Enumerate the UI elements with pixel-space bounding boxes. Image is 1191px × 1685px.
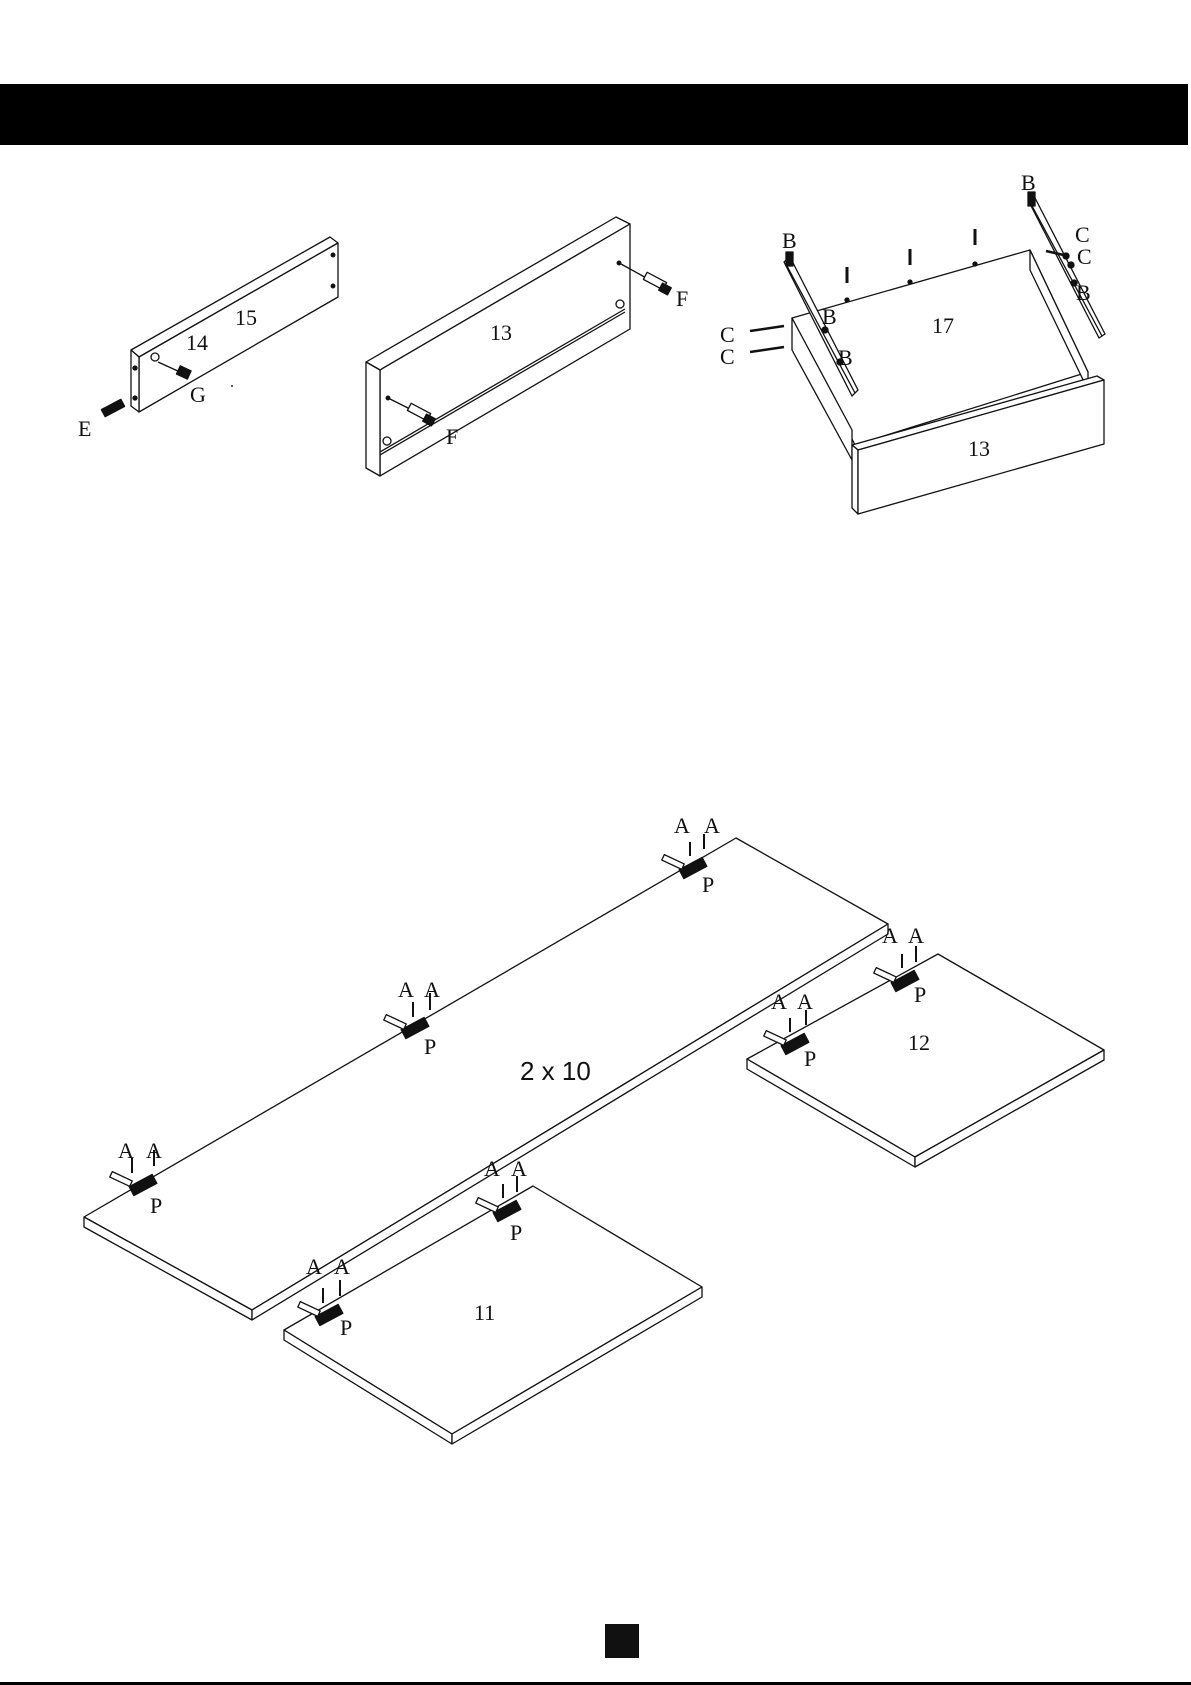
label-fitting-a-10: A (797, 989, 813, 1014)
label-fitting-a-5: A (674, 813, 690, 838)
label-panel-15: 15 (235, 305, 257, 330)
panel-13-top (366, 217, 671, 476)
label-panel-12: 12 (908, 1030, 930, 1055)
label-fitting-a-1: A (118, 1138, 134, 1163)
label-fitting-p-4: P (914, 982, 926, 1007)
label-fitting-f-top: F (676, 286, 688, 311)
label-fitting-c-4: C (720, 344, 735, 369)
label-fitting-a-7: A (882, 923, 898, 948)
label-fitting-f-bottom: F (446, 424, 458, 449)
label-fitting-a-14: A (334, 1254, 350, 1279)
label-fitting-a-6: A (704, 813, 720, 838)
label-fitting-g: G (190, 382, 206, 407)
label-panel-13-top: 13 (490, 320, 512, 345)
label-fitting-a-3: A (398, 977, 414, 1002)
label-fitting-b-2: B (782, 228, 797, 253)
label-fitting-p-6: P (510, 1220, 522, 1245)
label-fitting-b-3: B (822, 304, 837, 329)
label-fitting-a-2: A (146, 1138, 162, 1163)
label-fitting-p-3: P (702, 872, 714, 897)
label-base-17: 17 (932, 313, 954, 338)
label-fitting-b-5: B (1076, 280, 1091, 305)
label-fitting-a-4: A (424, 977, 440, 1002)
label-fitting-p-5: P (804, 1046, 816, 1071)
label-fitting-a-12: A (511, 1156, 527, 1181)
label-panel-11: 11 (474, 1300, 495, 1325)
label-panel-14: 14 (186, 330, 208, 355)
quantity-label: 2 x 10 (520, 1056, 591, 1086)
page-marker (605, 1624, 639, 1658)
label-fitting-p-2: P (424, 1034, 436, 1059)
label-fitting-a-13: A (306, 1254, 322, 1279)
label-fitting-p-1: P (150, 1193, 162, 1218)
label-fitting-e: E (78, 416, 91, 441)
label-fitting-a-8: A (908, 923, 924, 948)
drawer-assembly (750, 192, 1105, 514)
label-fitting-b-1: B (1021, 170, 1036, 195)
label-fitting-c-2: C (1077, 244, 1092, 269)
label-fitting-a-11: A (484, 1156, 500, 1181)
label-fitting-b-4: B (838, 345, 853, 370)
label-fitting-a-9: A (771, 989, 787, 1014)
label-fitting-p-7: P (340, 1315, 352, 1340)
label-panel-13-front: 13 (968, 436, 990, 461)
panel-14-15 (101, 237, 338, 417)
